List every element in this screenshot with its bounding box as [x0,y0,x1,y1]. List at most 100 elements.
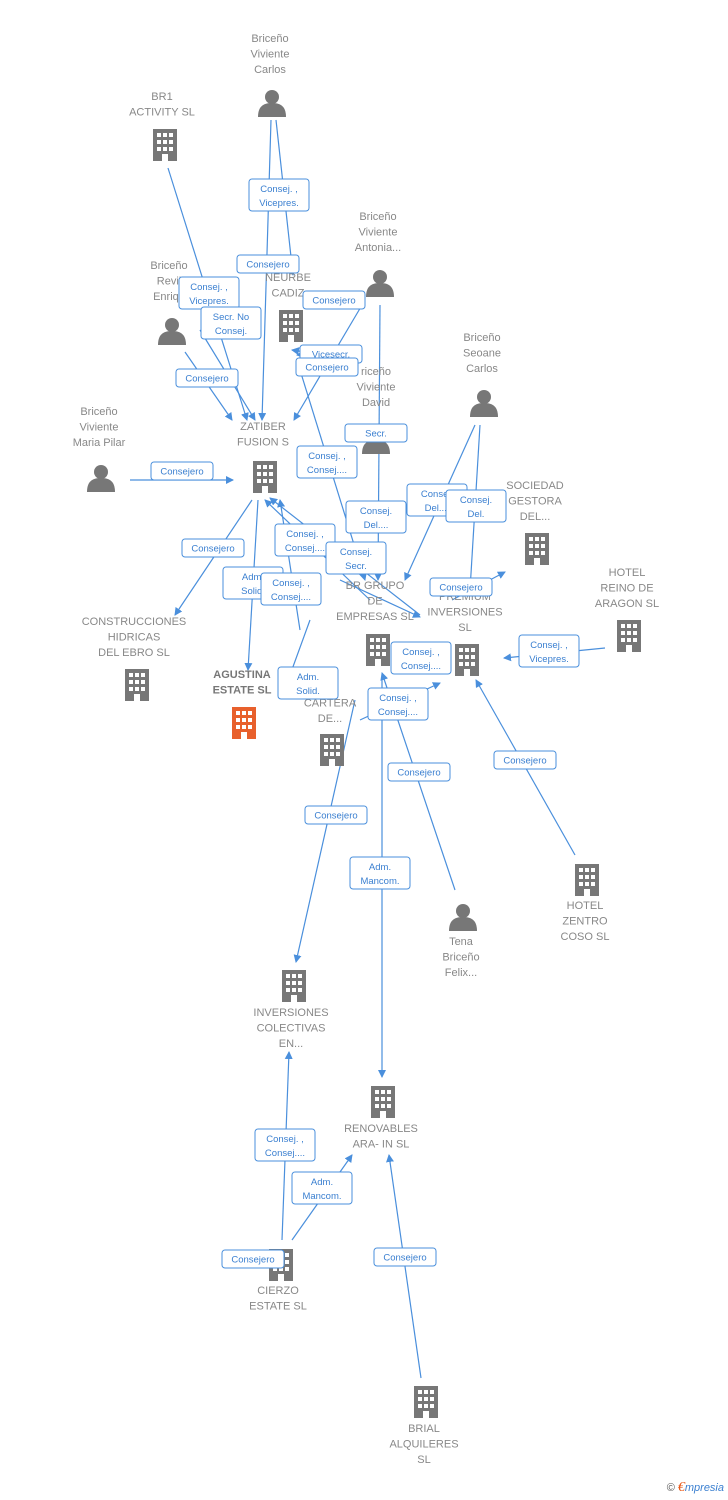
company-node-inversiones[interactable]: INVERSIONESCOLECTIVASEN... [253,970,329,1050]
node-label: FUSION S [237,437,289,449]
edge-label[interactable]: Consej. , Vicepres. [248,178,310,212]
edge-label-text: Adm. [311,1177,333,1188]
edge-label-box [429,577,493,597]
edge-label-text: Consej. , [260,184,298,195]
edge-label[interactable]: Consej. ,Vicepres. [178,276,240,310]
edge-label-text: Consej. [340,547,372,558]
edge-label[interactable]: Consej. ,Consej.... [260,572,322,606]
edge-label-box [349,856,411,890]
relationship-edge [277,499,301,631]
node-label: ACTIVITY SL [129,107,195,119]
node-label: HOTEL [609,567,646,579]
node-label: ZENTRO [562,916,608,928]
edge-label-box [367,687,429,721]
edge-label[interactable]: Consej. Del. [445,489,507,523]
edge-label[interactable]: Consejero [373,1247,437,1267]
node-label: SOCIEDAD [506,480,564,492]
edge-label[interactable]: Consejero [387,762,451,782]
node-label: David [362,397,390,409]
person-node-bvantonia[interactable]: BriceñoVivienteAntonia... [355,211,401,297]
node-label: RENOVABLES [344,1123,418,1135]
building-icon [282,970,306,1002]
node-label: ESTATE SL [213,685,272,697]
node-label: Viviente [80,422,119,434]
edge-label-box [493,750,557,770]
edge-label[interactable]: Consejero [221,1249,285,1269]
edge-label[interactable]: Consejero [181,538,245,558]
edge-label-box [150,461,214,481]
node-label: ALQUILERES [389,1439,458,1451]
edge-label-text: Vicepres. [259,198,298,209]
edge-label[interactable]: Consej. ,Consej.... [254,1128,316,1162]
edge-label-text: Secr. [345,561,367,572]
edge-label-text: Consejero [191,544,234,555]
edge-label[interactable]: Consej.Del.... [345,500,407,534]
brand-logo-e: € [677,1480,685,1495]
edge-label[interactable]: Consejero [150,461,214,481]
edge-label-box [304,805,368,825]
edge-label[interactable]: Consej. ,Consej.... [390,641,452,675]
edge-label-box [200,306,262,340]
building-icon [125,669,149,701]
edge-label-text: Consej. [460,495,492,506]
edge-label-text: Adm. [369,862,391,873]
edge-label[interactable]: Consejero [175,368,239,388]
person-icon [158,318,186,345]
edge-label[interactable]: Secr. [344,423,408,443]
node-label: COLECTIVAS [257,1023,326,1035]
node-label: riceño [361,366,391,378]
node-label: Carlos [466,363,498,375]
edge-label-box [345,500,407,534]
edge-label[interactable]: Adm.Mancom. [349,856,411,890]
edge-label[interactable]: Consejero [429,577,493,597]
node-label: Briceño [80,406,117,418]
node-label: Viviente [251,49,290,61]
edge-label[interactable]: Consejero [302,290,366,310]
edge-label-box [373,1247,437,1267]
edge-label-text: Consej. [360,506,392,517]
edge-label[interactable]: Consej. ,Vicepres. [518,634,580,668]
building-icon [455,644,479,676]
edge-label[interactable]: Consejero [304,805,368,825]
edge-label-text: Del. [468,509,485,520]
node-label: Briceño [359,211,396,223]
edge-label-text: Vicepres. [529,654,568,665]
edge-label-box [291,1171,353,1205]
edge-label[interactable]: Adm. Mancom. [291,1171,353,1205]
edge-label[interactable]: Consej. Secr. [325,541,387,575]
person-node-tena[interactable]: TenaBriceñoFelix... [442,904,480,979]
edge-label[interactable]: Consej. ,Consej.... [296,445,358,479]
building-icon [371,1086,395,1118]
edge-label[interactable]: Adm.Solid. [277,666,339,700]
edge-label[interactable]: Consej. ,Consej.... [367,687,429,721]
node-label: DEL EBRO SL [98,647,170,659]
edge-label-text: Consej.... [307,465,347,476]
node-label: Carlos [254,64,286,76]
edge-label[interactable]: Consejero [236,254,300,274]
edge-label[interactable]: Consejero [295,357,359,377]
edge-label-text: Solid. [296,686,320,697]
relationship-edge [293,699,356,963]
edge-label[interactable]: Consej. ,Consej.... [274,523,336,557]
company-node-sociedad[interactable]: SOCIEDADGESTORADEL... [506,480,564,565]
building-icon [253,461,277,493]
edge-label-text: Mancom. [302,1191,341,1202]
edge-label[interactable]: Consejero [493,750,557,770]
